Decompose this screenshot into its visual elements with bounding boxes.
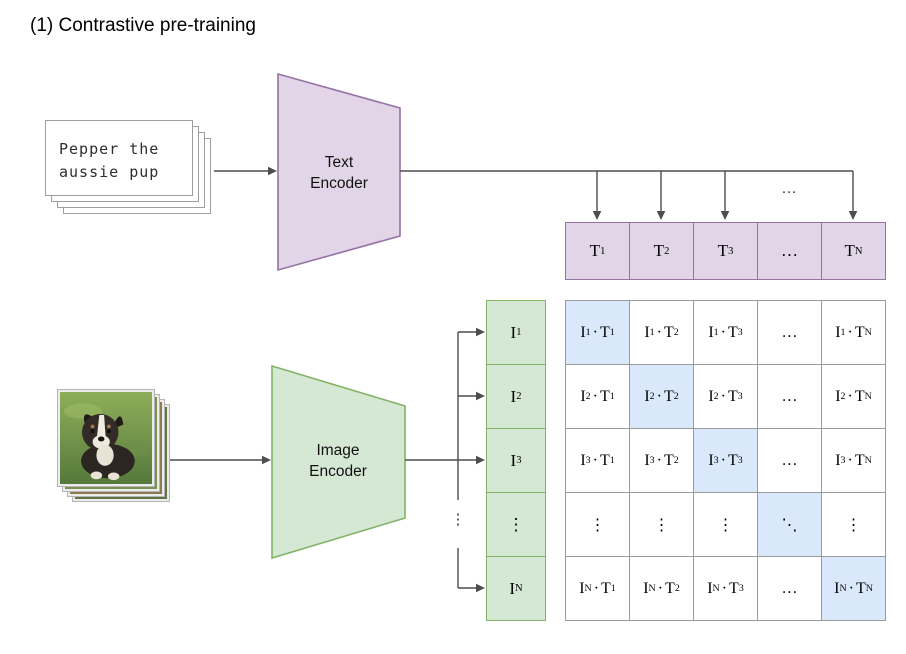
- top-connector-ellipsis: …: [781, 181, 797, 197]
- matrix-cell: ⋮: [566, 493, 630, 557]
- matrix-cell: ⋮: [630, 493, 694, 557]
- matrix-cell: ⋮: [694, 493, 758, 557]
- matrix-cell: …: [758, 429, 822, 493]
- diagram-title: (1) Contrastive pre-training: [30, 15, 256, 36]
- matrix-cell: ⋮: [822, 493, 886, 557]
- text-embedding-cell: …: [758, 222, 822, 280]
- matrix-cell: …: [758, 557, 822, 621]
- branch-connector-ellipsis: ⋮: [450, 512, 466, 528]
- matrix-cell: …: [758, 365, 822, 429]
- image-encoder-label: Image Encoder: [309, 442, 367, 480]
- image-encoder-shape: [271, 364, 406, 560]
- puppy-photo: [57, 389, 155, 487]
- text-caption-line2: aussie pup: [59, 163, 160, 182]
- text-caption-line1: Pepper the: [59, 140, 160, 158]
- text-card-front: Pepper the aussie pup: [45, 120, 193, 196]
- arrow-lines: [170, 170, 854, 589]
- text-encoder-label: Text Encoder: [310, 154, 368, 192]
- matrix-cell: …: [758, 301, 822, 365]
- arrow-heads: [262, 166, 858, 593]
- text-encoder-shape: [277, 72, 401, 272]
- text-caption: Pepper the aussie pup: [46, 121, 192, 185]
- image-embedding-cell: ⋮: [486, 493, 546, 557]
- puppy-illustration: [60, 392, 152, 484]
- matrix-cell-diagonal: ⋱: [758, 493, 822, 557]
